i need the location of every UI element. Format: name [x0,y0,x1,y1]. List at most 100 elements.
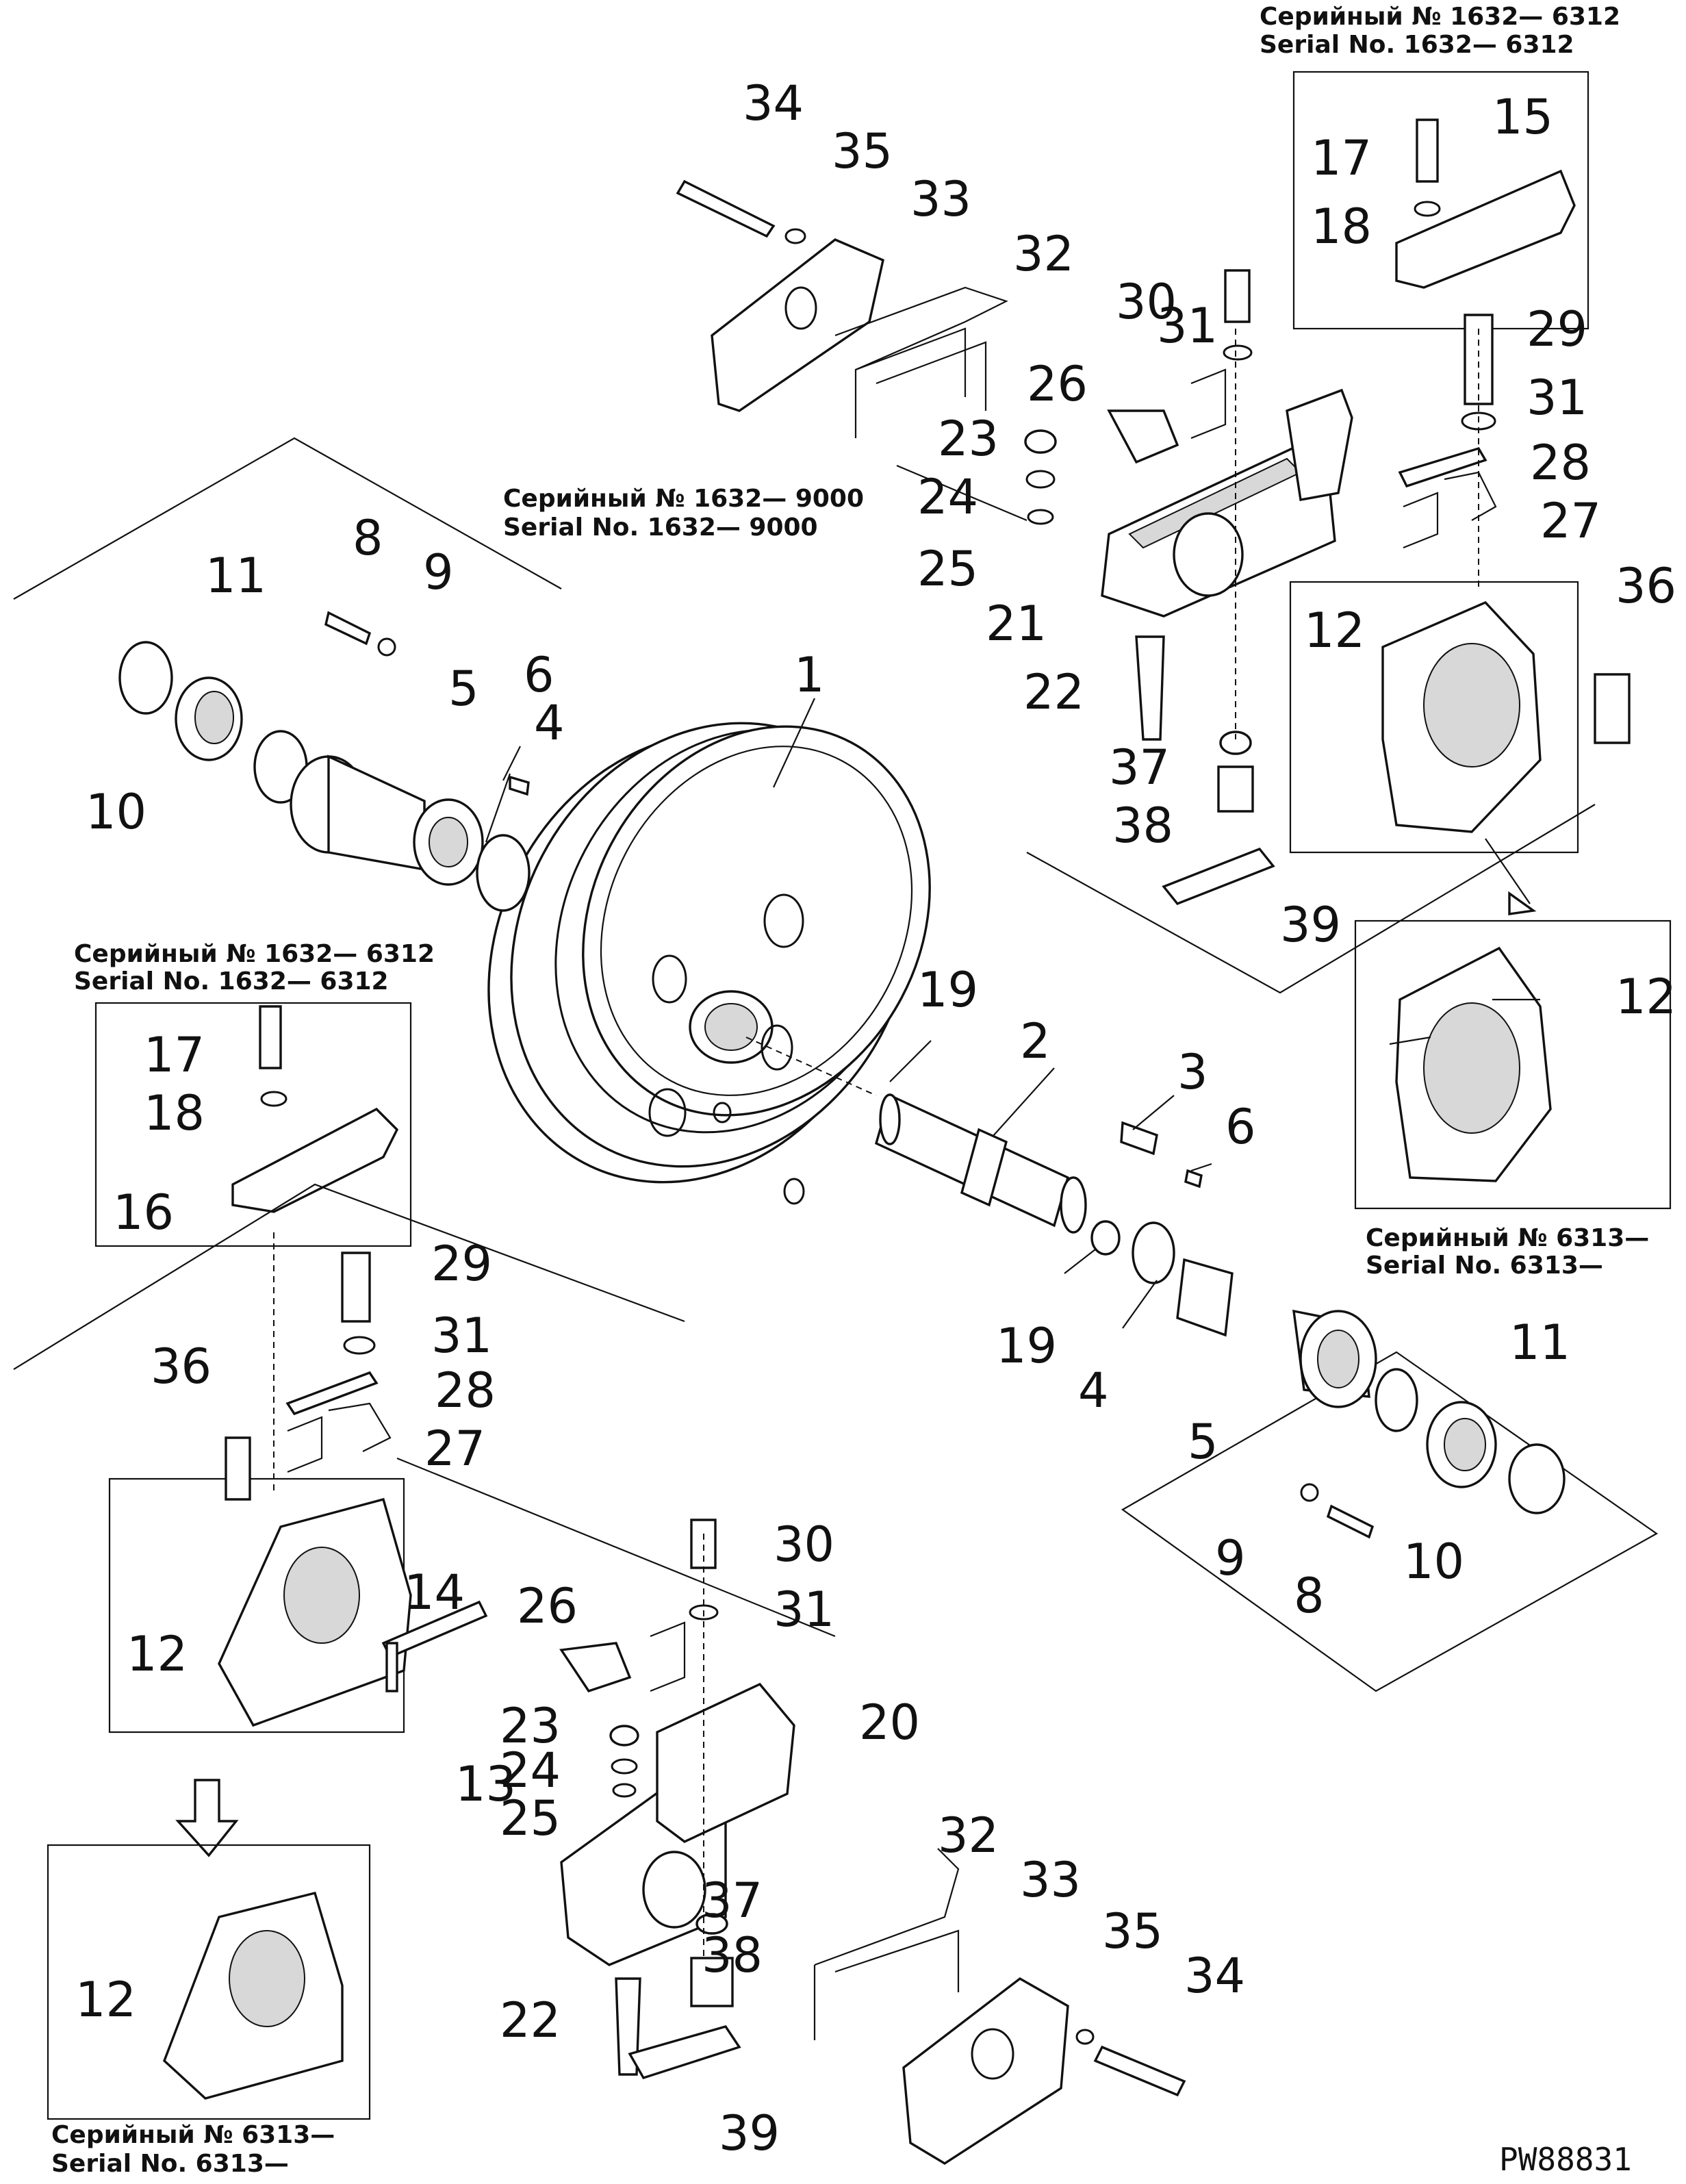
callout-35: 35 [1102,1903,1163,1959]
callout-33: 33 [1020,1852,1081,1908]
callout-39: 39 [719,2105,780,2161]
callout-32: 32 [938,1807,999,1864]
plate-15-box [1292,71,1589,330]
callout-31: 31 [431,1308,492,1364]
plate-16-box [94,1002,412,1247]
callout-2: 2 [1020,1013,1051,1069]
callout-26: 26 [517,1578,578,1634]
callout-31: 31 [1157,298,1218,354]
callout-27: 27 [424,1421,485,1477]
serial-note-left-en: Serial No. 1632— 6312 [74,967,389,995]
callout-24: 24 [917,469,978,525]
callout-12: 12 [127,1626,188,1682]
guard-group-top [676,179,1008,438]
callout-20: 20 [859,1694,920,1751]
callout-22: 22 [500,1992,561,2048]
callout-36: 36 [151,1338,212,1395]
callout-12: 12 [75,1972,136,2028]
housing-12-right-6313 [1354,919,1672,1210]
serial-note-right-en: Serial No. 6313— [1366,1252,1603,1280]
callout-1: 1 [794,647,825,703]
serial-note-bottom-left-en: Serial No. 6313— [51,2150,289,2178]
callout-18: 18 [1311,199,1372,255]
callout-39: 39 [1280,897,1341,953]
callout-4: 4 [1078,1362,1109,1419]
callout-16: 16 [113,1184,174,1241]
callout-32: 32 [1013,226,1074,282]
callout-10: 10 [86,784,146,840]
serial-note-mid-en: Serial No. 1632— 9000 [503,513,818,542]
callout-8: 8 [353,510,383,566]
leader-lines [485,698,1540,1329]
callout-29: 29 [1527,301,1587,357]
callout-9: 9 [1215,1530,1246,1586]
callout-38: 38 [1112,798,1173,854]
housing-12-top-right [1289,581,1631,915]
callout-15: 15 [1492,89,1553,145]
callout-5: 5 [1188,1414,1218,1470]
callout-5: 5 [448,661,479,717]
hardware-group-top [896,269,1253,525]
callout-25: 25 [917,541,978,597]
callout-31: 31 [1527,370,1587,426]
callout-19: 19 [996,1318,1057,1374]
callout-23: 23 [938,411,999,467]
callout-30: 30 [774,1516,834,1573]
callout-34: 34 [1184,1948,1245,2004]
callout-36: 36 [1615,558,1676,614]
callout-11: 11 [1509,1315,1570,1371]
serial-note-top-right-ru: Серийный № 1632— 6312 [1260,3,1620,31]
callout-37: 37 [702,1872,763,1929]
callout-34: 34 [743,75,804,131]
left-bearing-group [13,437,562,912]
callout-13: 13 [455,1756,516,1812]
callout-19: 19 [917,962,978,1018]
serial-note-left-ru: Серийный № 1632— 6312 [74,940,435,968]
callout-10: 10 [1403,1534,1464,1590]
callout-18: 18 [144,1085,205,1141]
callout-9: 9 [423,544,454,600]
right-bearing-group [1090,1121,1659,1692]
callout-22: 22 [1023,664,1084,720]
callout-8: 8 [1294,1568,1325,1624]
housing-12-bottom-left-6313 [47,1844,371,2120]
callout-17: 17 [144,1027,205,1083]
callout-17: 17 [1311,130,1372,186]
callout-4: 4 [534,695,565,751]
callout-12: 12 [1615,969,1676,1025]
drawing-code: PW88831 [1499,2141,1632,2178]
callout-24: 24 [500,1742,561,1799]
callout-33: 33 [910,171,971,227]
callout-6: 6 [524,647,554,703]
guard-group-bottom [813,1848,1186,2166]
callout-6: 6 [1225,1099,1256,1155]
callout-3: 3 [1177,1044,1208,1100]
callout-11: 11 [205,548,266,604]
idler-wheel [487,722,931,1205]
callout-27: 27 [1540,493,1601,549]
callout-25: 25 [500,1790,561,1846]
serial-note-top-right-en: Serial No. 1632— 6312 [1260,31,1574,59]
callout-31: 31 [774,1582,834,1638]
callout-37: 37 [1109,739,1170,796]
callout-12: 12 [1304,602,1365,659]
serial-note-mid-ru: Серийный № 1632— 9000 [503,485,864,513]
callout-29: 29 [431,1236,492,1292]
bottom-support-group [559,1519,795,2080]
callout-28: 28 [435,1362,496,1419]
idler-shaft [745,1037,1087,1234]
callout-30: 30 [1116,274,1177,330]
labels: 1234455668899101011111212121213141516171… [51,3,1676,2178]
top-support-group [1026,329,1596,994]
callout-21: 21 [986,596,1047,652]
serial-note-right-ru: Серийный № 6313— [1366,1224,1649,1252]
bolt-shim-stack-top-right [1398,314,1497,589]
callout-28: 28 [1530,435,1591,491]
callout-38: 38 [702,1927,763,1983]
callout-23: 23 [500,1698,561,1754]
housing-12-left [13,1183,836,1857]
callout-35: 35 [832,123,893,179]
callout-14: 14 [404,1564,465,1621]
